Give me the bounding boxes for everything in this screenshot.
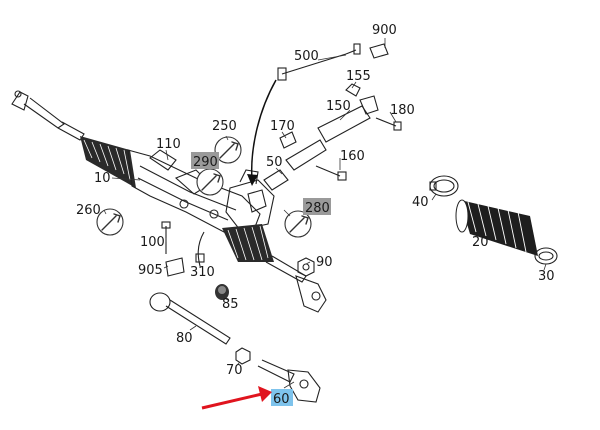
wrench-tool-icon-260: [96, 208, 124, 236]
nut-70: [235, 347, 251, 365]
bellows-boot-20: [455, 199, 538, 256]
label-100[interactable]: 100: [140, 235, 165, 250]
label-90[interactable]: 90: [316, 255, 333, 270]
label-260[interactable]: 260: [76, 203, 101, 218]
label-180[interactable]: 180: [390, 103, 415, 118]
right-tie-rod: [265, 255, 327, 313]
fitting-310: [195, 253, 205, 263]
label-85[interactable]: 85: [222, 297, 239, 312]
label-280-highlight: [303, 198, 331, 215]
label-170[interactable]: 170: [270, 119, 295, 134]
steering-rack-assembly: [11, 90, 327, 313]
clip-905: [165, 257, 185, 277]
assembly-arrow-head: [247, 174, 258, 186]
label-80[interactable]: 80: [176, 331, 193, 346]
inner-tie-rod-80: [149, 292, 231, 345]
left-bellows-boot: [80, 136, 136, 188]
nut-85: [215, 284, 229, 300]
label-60[interactable]: 60: [273, 392, 290, 407]
label-250[interactable]: 250: [212, 119, 237, 134]
fluid-line-310: [197, 231, 205, 267]
right-rack-boot: [222, 224, 274, 262]
part-labels: 900 500 155 150 180 170 250 110 290 50 1…: [76, 23, 555, 407]
clamp-40: [429, 175, 459, 197]
label-70[interactable]: 70: [226, 363, 243, 378]
label-50[interactable]: 50: [266, 155, 283, 170]
label-290-highlight: [191, 152, 219, 169]
assembly-arrow: [250, 79, 277, 181]
red-pointer-arrow: [201, 386, 272, 410]
leader-lines: [103, 38, 547, 389]
wrench-tool-icon-280: [284, 210, 312, 238]
intermediate-shaft: [263, 43, 402, 191]
label-900[interactable]: 900: [372, 23, 397, 38]
label-290[interactable]: 290: [193, 155, 218, 170]
label-40[interactable]: 40: [412, 195, 429, 210]
label-905[interactable]: 905: [138, 263, 163, 278]
label-110[interactable]: 110: [156, 137, 181, 152]
label-160[interactable]: 160: [340, 149, 365, 164]
left-tie-rod-end: [11, 90, 85, 141]
wrench-tool-icon-290: [196, 168, 224, 196]
label-20[interactable]: 20: [472, 235, 489, 250]
wrench-tool-icon-250: [214, 136, 242, 164]
label-10[interactable]: 10: [94, 171, 111, 186]
label-500[interactable]: 500: [294, 49, 319, 64]
label-310[interactable]: 310: [190, 265, 215, 280]
label-60-highlight: [271, 389, 293, 406]
clamp-30: [534, 247, 558, 265]
label-280[interactable]: 280: [305, 201, 330, 216]
label-155[interactable]: 155: [346, 69, 371, 84]
label-150[interactable]: 150: [326, 99, 351, 114]
label-30[interactable]: 30: [538, 269, 555, 284]
tie-rod-end-60: [257, 359, 321, 403]
nut-90: [297, 257, 315, 277]
